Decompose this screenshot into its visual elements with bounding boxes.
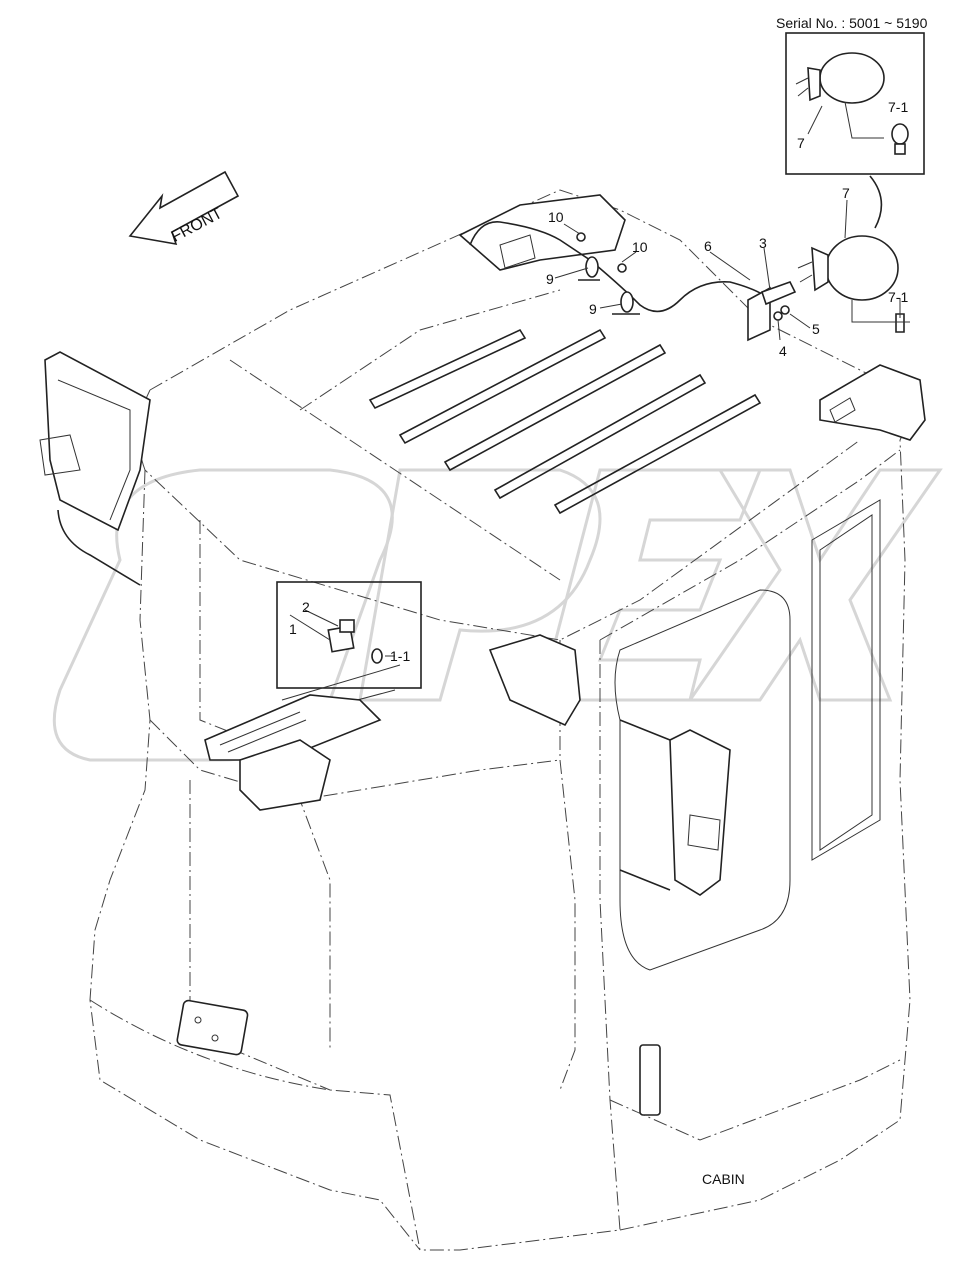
callout-5: 5 <box>812 321 820 337</box>
cabin-label: CABIN <box>702 1171 745 1187</box>
detail-box <box>276 581 422 689</box>
callout-3: 3 <box>759 235 767 251</box>
cabin-outline <box>89 189 921 1251</box>
beacon-lamp-inset <box>795 52 909 155</box>
wiring-harness <box>469 221 771 315</box>
front-light-housing <box>488 634 581 727</box>
front-label: FRONT <box>169 205 226 246</box>
callout-1-1: 1-1 <box>390 648 410 664</box>
callout-7-1-inset: 7-1 <box>888 99 908 115</box>
callout-6: 6 <box>704 238 712 254</box>
callout-10a: 10 <box>548 209 564 225</box>
callout-10b: 10 <box>632 239 648 255</box>
serial-label: Serial No. : 5001 ~ 5190 <box>776 15 928 31</box>
rear-light-housing <box>819 364 926 441</box>
leader-lines <box>554 199 901 341</box>
inset-box <box>785 32 925 175</box>
callout-4: 4 <box>779 343 787 359</box>
inset-pointer <box>869 175 883 229</box>
control-console <box>204 694 382 811</box>
callout-9b: 9 <box>589 301 597 317</box>
callout-7: 7 <box>842 185 850 201</box>
callout-9a: 9 <box>546 271 554 287</box>
callout-7-inset: 7 <box>797 135 805 151</box>
right-mirror <box>619 719 731 896</box>
left-mirror <box>39 351 151 586</box>
callout-2: 2 <box>302 599 310 615</box>
front-arrow-icon <box>128 170 240 246</box>
callout-1: 1 <box>289 621 297 637</box>
switch-panel <box>281 609 401 721</box>
callout-7-1: 7-1 <box>888 289 908 305</box>
watermark <box>52 468 943 762</box>
beacon-lamp <box>747 235 910 342</box>
